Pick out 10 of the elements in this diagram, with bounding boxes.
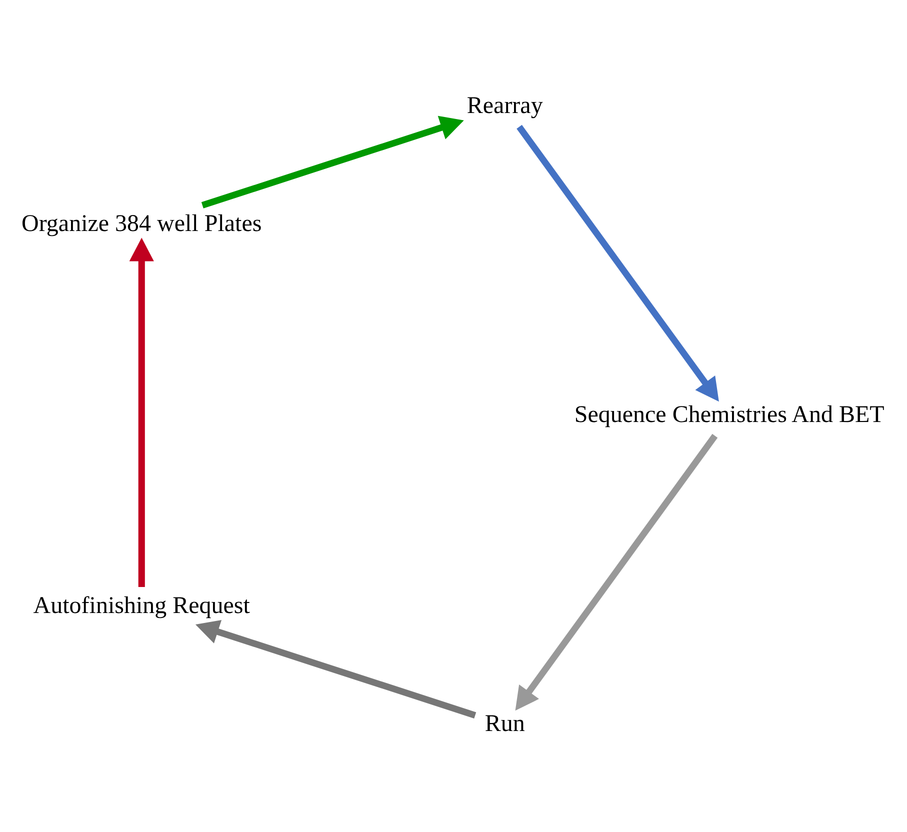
node-text: Autofinishing Request	[33, 593, 250, 620]
arrow	[515, 434, 718, 711]
node-text: Rearray	[466, 93, 543, 120]
arrow	[201, 116, 464, 208]
arrow	[195, 620, 476, 718]
arrow	[516, 124, 719, 402]
arrow	[129, 238, 154, 587]
node-text: Sequence Chemistries And BET	[574, 402, 884, 428]
node-text: Organize 384 well Plates	[22, 211, 262, 238]
node-text: Run	[484, 711, 525, 738]
